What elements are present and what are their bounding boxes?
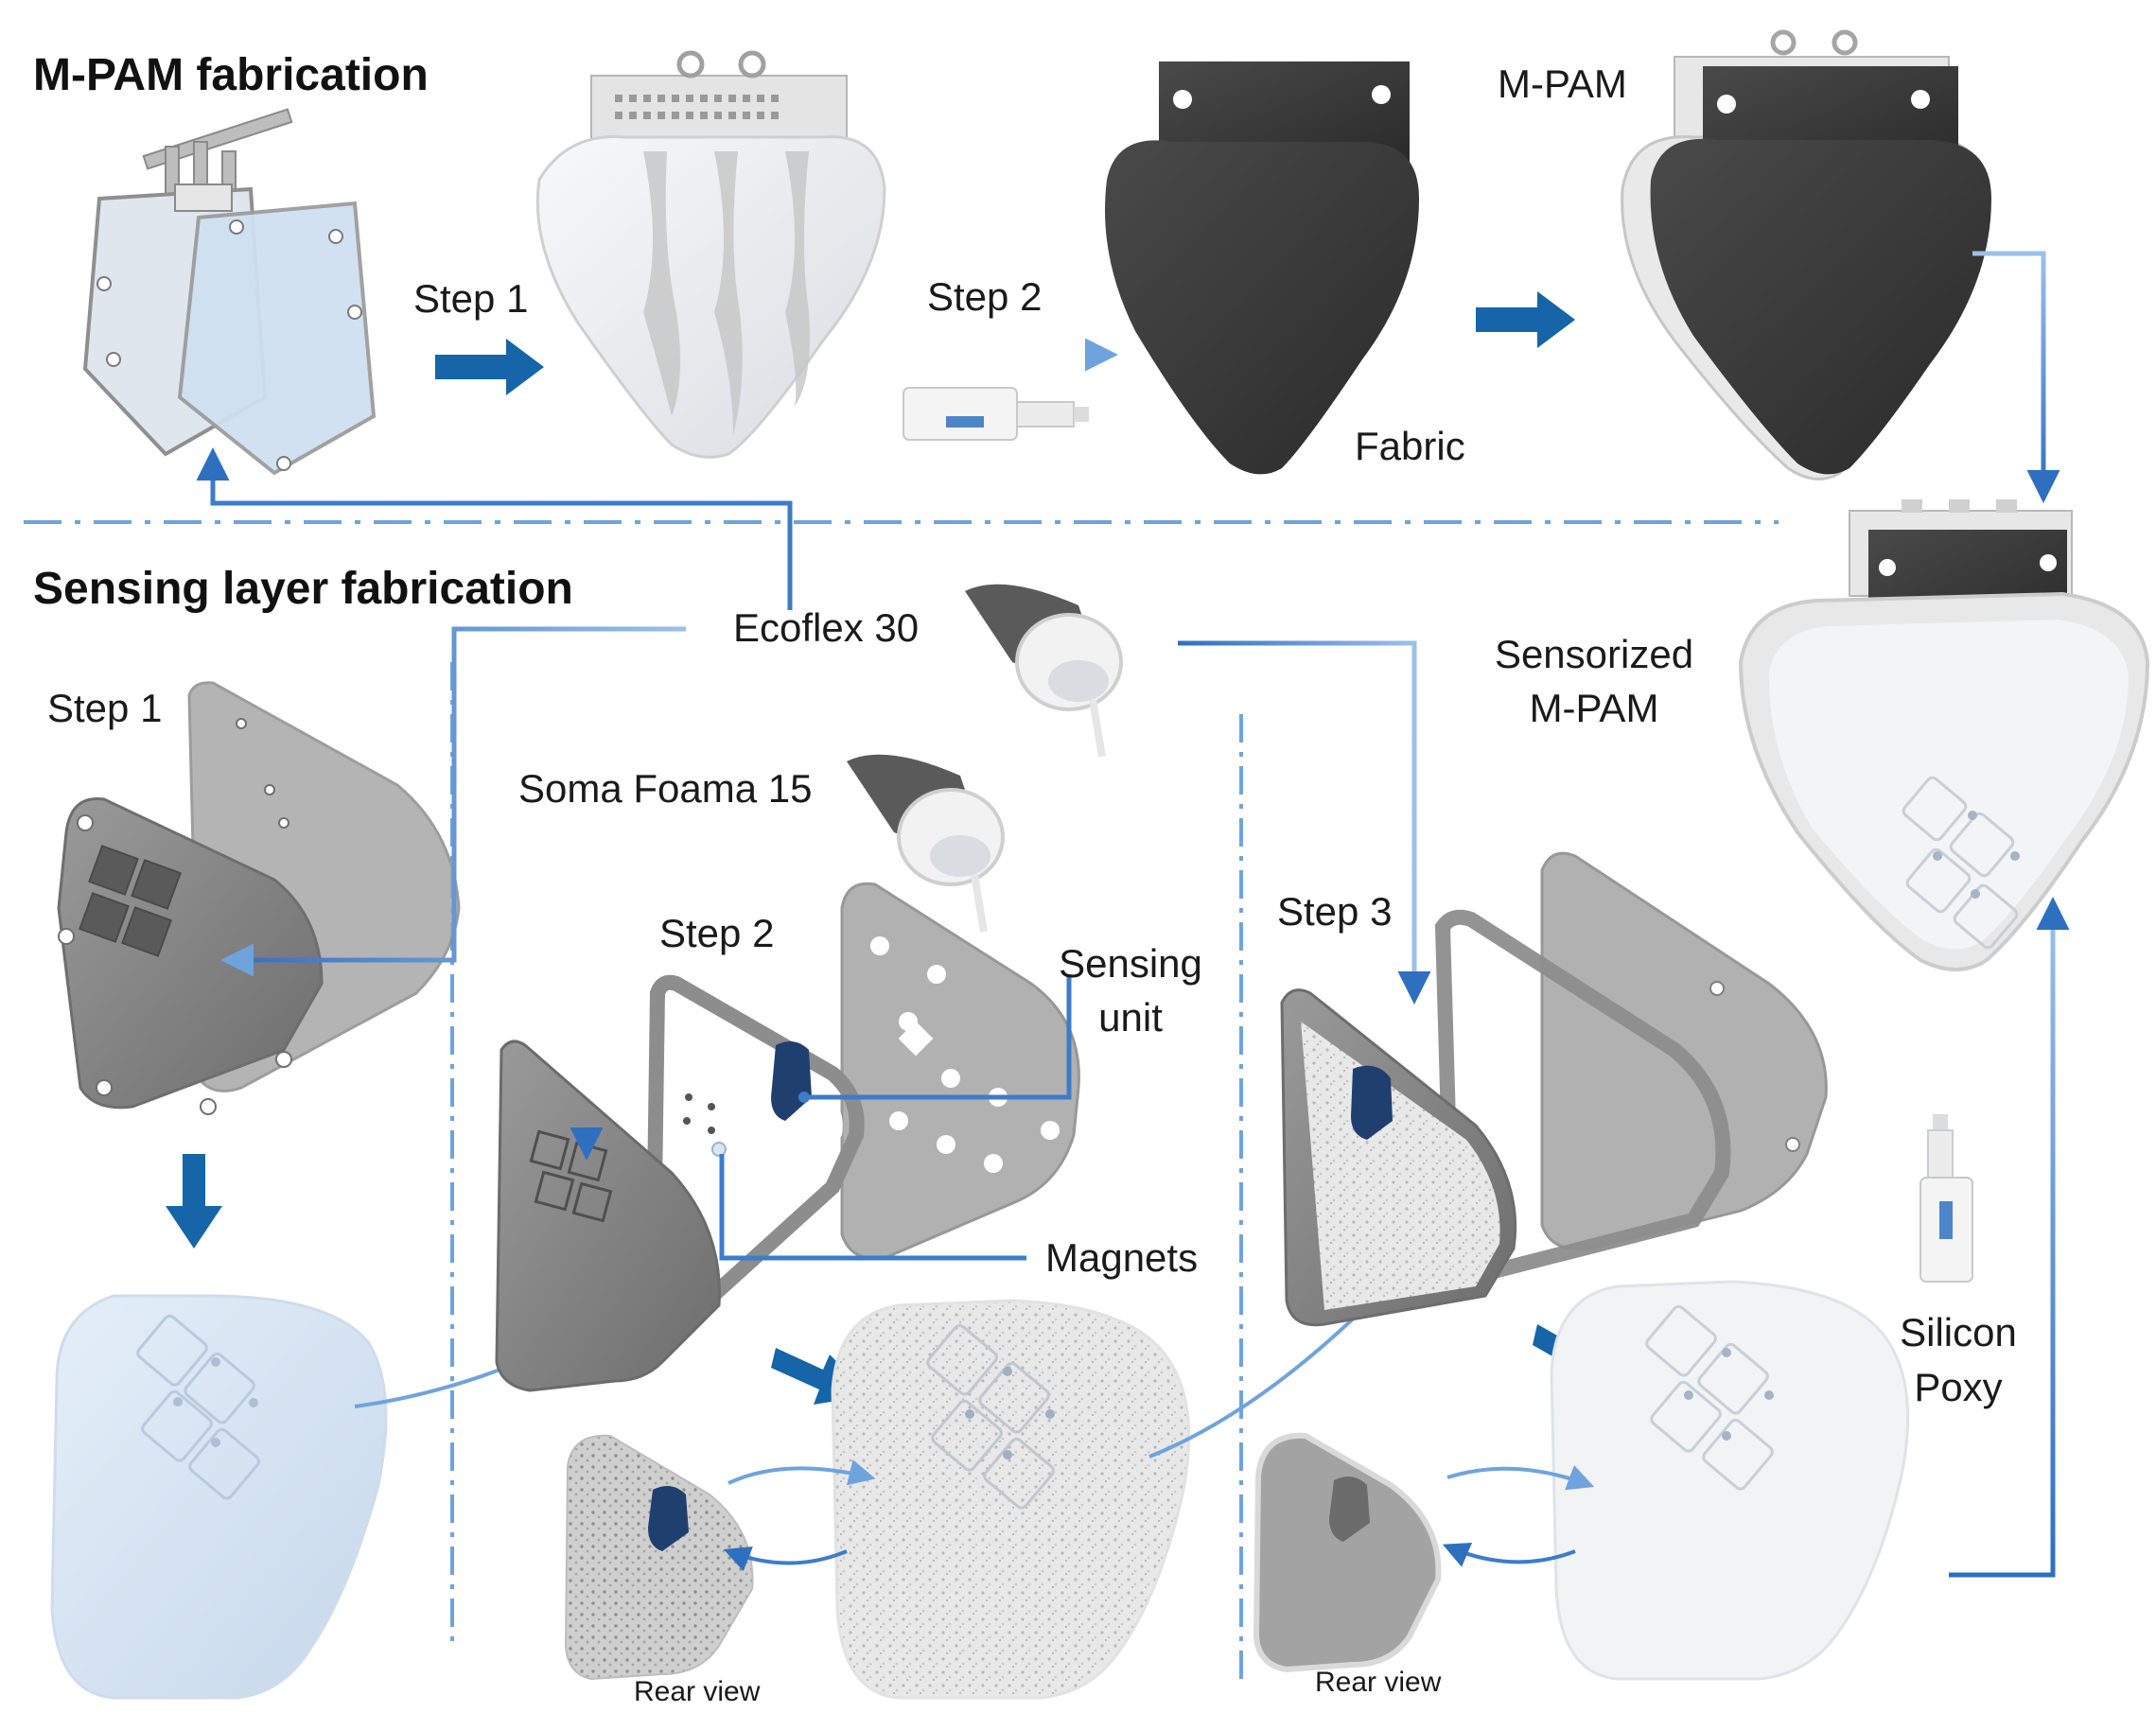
top-step2-label: Step 2 xyxy=(927,274,1043,319)
mpam-fabrication-title: M-PAM fabrication xyxy=(33,50,429,100)
step3-final-layer xyxy=(1550,1280,1910,1681)
ecoflex-pour-illustration xyxy=(965,584,1123,758)
rear-view-2-rotate-top xyxy=(1446,1465,1595,1491)
magnets-line xyxy=(719,1154,1026,1261)
ecoflex-to-step1-line xyxy=(220,626,686,977)
magnets-label: Magnets xyxy=(1045,1235,1199,1280)
rear-view-2-rotate-bottom xyxy=(1442,1542,1576,1567)
step2-foam-layer xyxy=(831,1299,1191,1700)
mpam-illustration xyxy=(1621,29,1991,481)
rear-view-1-illustration xyxy=(564,1434,754,1681)
silicon-poxy-label-line1: Silicon xyxy=(1900,1310,2017,1354)
step2-assembly-illustration xyxy=(495,882,1080,1392)
soma-foama-label: Soma Foama 15 xyxy=(518,766,813,811)
top-step1-arrow xyxy=(435,339,544,395)
rear-view-1-rotate-top xyxy=(727,1459,876,1486)
sensorized-label-line1: Sensorized xyxy=(1494,632,1694,676)
sensing-unit-label-line2: unit xyxy=(1098,995,1163,1040)
step3-assembly-illustration xyxy=(1280,851,1828,1327)
sensorized-mpam-illustration xyxy=(1738,499,2150,971)
ecoflex-to-step3-line xyxy=(1178,640,1431,1005)
sensing-unit-line xyxy=(804,974,1072,1100)
fabric-to-mpam-arrow xyxy=(1476,291,1575,348)
silicone-cast-illustration xyxy=(535,50,886,459)
bottom-step2-label: Step 2 xyxy=(659,911,775,955)
mold-assembly-illustration xyxy=(82,108,377,476)
silicon-poxy-label-line2: Poxy xyxy=(1914,1365,2003,1409)
epoxy-tube-right xyxy=(1919,1114,1973,1283)
bottom-step3-label: Step 3 xyxy=(1277,889,1393,934)
mpam-label: M-PAM xyxy=(1498,61,1627,106)
soma-foama-pour-illustration xyxy=(847,754,1005,933)
rear-view-2-label: Rear view xyxy=(1315,1667,1442,1698)
rear-view-2-illustration xyxy=(1253,1432,1442,1673)
top-step1-label: Step 1 xyxy=(413,276,529,321)
step1-silicone-layer xyxy=(50,1294,388,1700)
step1-mold-illustration xyxy=(57,681,461,1115)
ecoflex-label: Ecoflex 30 xyxy=(733,605,920,650)
sensing-layer-title: Sensing layer fabrication xyxy=(33,564,573,614)
fabric-label: Fabric xyxy=(1355,424,1465,468)
rear-view-1-label: Rear view xyxy=(634,1676,761,1707)
ecoflex-to-mold-line xyxy=(196,447,793,610)
epoxy-tube-top xyxy=(903,387,1089,441)
mpam-to-sensorized-line xyxy=(1972,251,2060,503)
final-to-sensorized-line xyxy=(1949,897,2070,1578)
sensorized-label-line2: M-PAM xyxy=(1529,686,1659,730)
sensing-unit-dot xyxy=(798,1092,810,1103)
rear-view-1-rotate-bottom xyxy=(723,1546,848,1572)
bottom-step1-label: Step 1 xyxy=(47,686,163,730)
fabric-illustration xyxy=(1105,61,1419,475)
step1-down-arrow xyxy=(166,1154,222,1249)
sensing-unit-label-line1: Sensing xyxy=(1059,941,1202,986)
